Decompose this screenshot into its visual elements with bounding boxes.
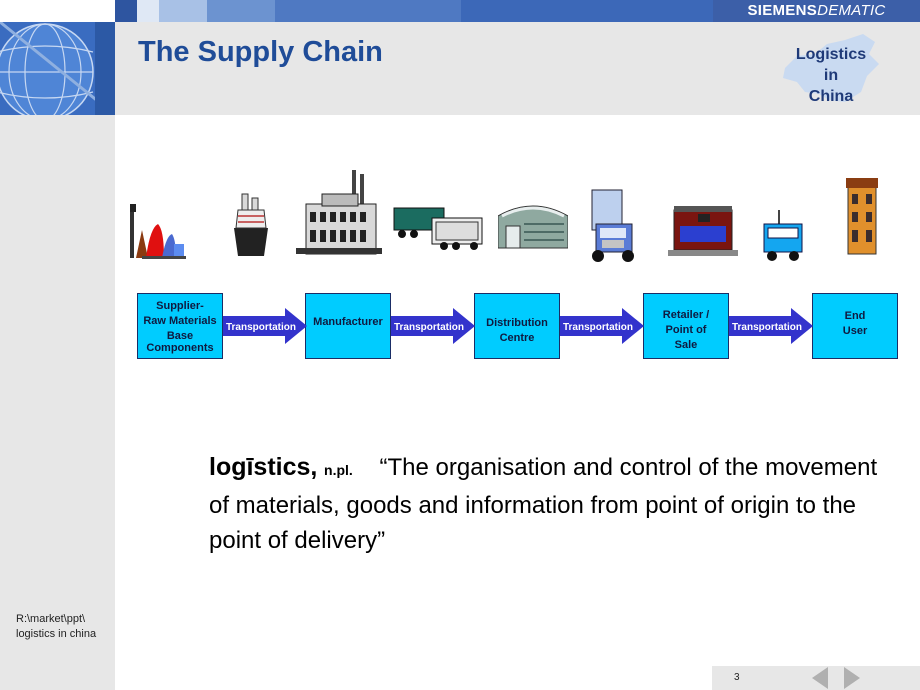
file-path-line: R:\market\ppt\ bbox=[16, 613, 86, 625]
factory-icon bbox=[296, 170, 382, 255]
definition-term: logīstics, bbox=[209, 453, 318, 481]
header-band bbox=[0, 22, 920, 115]
step-line: Distribution bbox=[486, 317, 548, 329]
top-color-bar bbox=[0, 0, 920, 22]
freight-train-icon bbox=[393, 207, 483, 250]
house-icon bbox=[846, 178, 878, 255]
definition-text: “The organisation and control of the mov… bbox=[209, 454, 878, 554]
transport-arrow bbox=[391, 308, 475, 344]
step-line: End bbox=[844, 310, 866, 322]
ship-icon bbox=[234, 193, 268, 256]
transport-label: Transportation bbox=[562, 322, 633, 333]
transport-arrow bbox=[729, 308, 813, 344]
step-line: Retailer / bbox=[662, 309, 710, 321]
logistics-in-china-badge: Logistics in China bbox=[775, 44, 887, 107]
siemens-dematic-logo: SIEMENSDEMATIC bbox=[713, 0, 920, 22]
step-line: Manufacturer bbox=[313, 316, 383, 328]
raw-materials-icon bbox=[130, 204, 186, 259]
badge-line: in bbox=[823, 67, 839, 84]
page-number: 3 bbox=[734, 672, 740, 683]
transport-label: Transportation bbox=[731, 322, 802, 333]
step-distribution-centre: Distribution Centre bbox=[474, 293, 560, 359]
logistics-definition: logīstics, n.pl. “The organisation and c… bbox=[209, 450, 889, 558]
file-path-line: logistics in china bbox=[16, 628, 97, 640]
next-slide-icon[interactable] bbox=[842, 667, 860, 689]
file-path-note: R:\market\ppt\ logistics in china bbox=[16, 612, 96, 642]
badge-line: China bbox=[808, 88, 854, 105]
transport-arrow bbox=[223, 308, 307, 344]
step-end-user: End User bbox=[812, 293, 898, 359]
store-icon bbox=[668, 206, 738, 256]
definition-part-of-speech: n.pl. bbox=[324, 462, 353, 478]
step-line: Raw Materials bbox=[143, 315, 217, 327]
step-line: Sale bbox=[674, 339, 698, 351]
china-map-icon bbox=[783, 34, 879, 102]
badge-line: Logistics bbox=[795, 46, 867, 63]
delivery-van-icon bbox=[763, 210, 803, 261]
step-line: Supplier- bbox=[156, 300, 204, 312]
step-line: Components bbox=[146, 342, 214, 354]
step-line: Point of bbox=[665, 324, 707, 336]
step-retailer: Retailer / Point of Sale bbox=[643, 293, 729, 359]
step-line: Centre bbox=[499, 332, 535, 344]
warehouse-icon bbox=[498, 205, 568, 249]
previous-slide-icon[interactable] bbox=[812, 667, 830, 689]
truck-icon bbox=[591, 189, 634, 262]
step-line: Base bbox=[166, 330, 194, 342]
brand-bold: SIEMENS bbox=[747, 2, 818, 19]
transport-arrow bbox=[560, 308, 644, 344]
brand-light: DEMATIC bbox=[817, 2, 886, 19]
left-sidebar bbox=[0, 115, 115, 690]
page-title: The Supply Chain bbox=[138, 36, 383, 68]
globe-icon bbox=[0, 22, 115, 115]
step-line: User bbox=[842, 325, 868, 337]
step-supplier: Supplier- Raw Materials Base Components bbox=[137, 293, 223, 359]
step-manufacturer: Manufacturer bbox=[305, 293, 391, 359]
transport-label: Transportation bbox=[393, 322, 464, 333]
transport-label: Transportation bbox=[225, 322, 296, 333]
